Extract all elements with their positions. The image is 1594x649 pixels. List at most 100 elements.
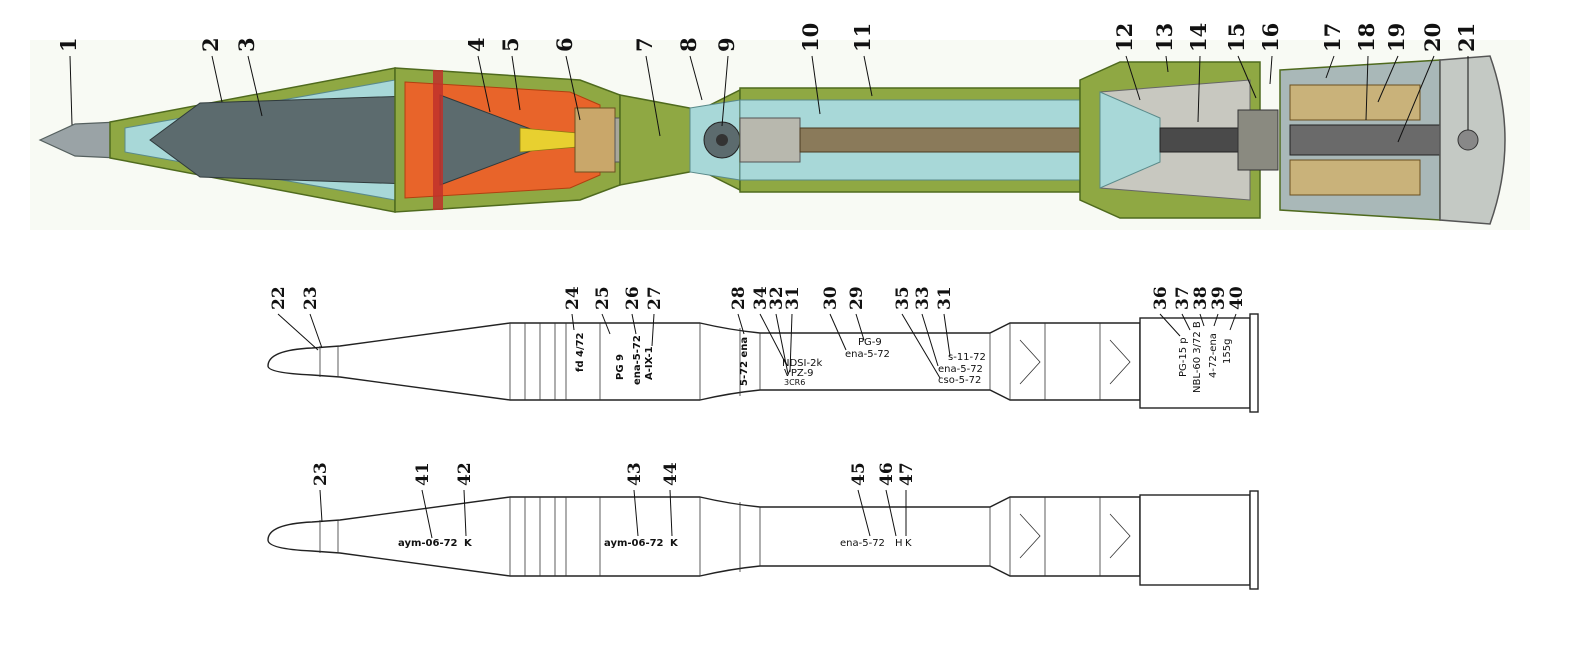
callout-top-17: 17 [1320, 23, 1345, 52]
line-drawing-markings [267, 313, 1259, 413]
callout-top-leader-6 [565, 55, 581, 121]
callout-top-11: 11 [850, 23, 875, 52]
callout-top-19: 19 [1384, 23, 1409, 52]
markings-bot: aym-06-72 K aym-06-72 K ena-5-72 H K [398, 538, 912, 549]
callout-mid-4: 25 [593, 286, 613, 310]
callout-top-18: 18 [1354, 23, 1379, 52]
callout-top-leader-15 [1237, 55, 1257, 99]
callout-top-leader-17 [1325, 55, 1335, 79]
callout-bot-1: 23 [311, 462, 331, 486]
callout-bot-6: 45 [849, 462, 869, 486]
callout-bot-7: 46 [877, 462, 897, 486]
callout-bot-2: 41 [413, 462, 433, 486]
callout-top-leader-2 [211, 55, 223, 103]
callout-top-4: 4 [464, 37, 489, 52]
marking-h: H [895, 538, 903, 549]
marking-k-3: K [905, 538, 912, 549]
callout-mid-leader-7 [737, 313, 745, 335]
callout-top-leader-12 [1125, 55, 1141, 101]
line-drawing-plain [267, 490, 1259, 590]
callout-top-10: 10 [798, 23, 823, 52]
marking-ena-bot: ena-5-72 [840, 538, 885, 549]
callout-mid-leader-6 [651, 313, 655, 347]
callout-mid-13: 35 [893, 286, 913, 310]
callout-top-16: 16 [1258, 23, 1283, 52]
callout-bot-leader-6 [857, 489, 871, 537]
callout-top-leader-9 [721, 55, 729, 127]
callout-mid-10: 31 [783, 286, 803, 310]
callout-top-leader-10 [811, 55, 821, 115]
callout-mid-leader-13 [901, 313, 941, 379]
callout-mid-6: 27 [645, 286, 665, 310]
callout-mid-5: 26 [623, 286, 643, 310]
callout-top-12: 12 [1112, 23, 1137, 52]
callout-top-8: 8 [676, 37, 701, 52]
callout-mid-leader-9 [775, 313, 789, 375]
marking-4-72-ena: 4-72-ena [1208, 333, 1219, 378]
callout-top-leader-18 [1365, 55, 1369, 121]
callout-top-1: 1 [56, 37, 81, 52]
marking-cso: cso-5-72 [938, 375, 981, 386]
callout-mid-leader-20 [1229, 313, 1237, 331]
marking-pg-9: PG-9 [858, 337, 882, 348]
callout-top-leader-4 [477, 55, 491, 113]
callout-bot-leader-3 [463, 489, 467, 537]
callout-mid-17: 37 [1173, 286, 1193, 310]
callout-top-3: 3 [234, 37, 259, 52]
marking-ndsi: NDSI-2k [782, 358, 822, 369]
callout-mid-leader-17 [1181, 313, 1191, 331]
callout-bot-leader-7 [885, 489, 897, 537]
callout-mid-leader-4 [601, 313, 611, 335]
marking-3cr6: 3CR6 [784, 378, 805, 387]
callout-mid-11: 30 [821, 286, 841, 310]
callout-top-14: 14 [1186, 23, 1211, 52]
marking-ena-a: ena-5-72 [632, 335, 643, 385]
callout-mid-leader-2 [309, 313, 323, 349]
marking-5-72-ena: 5-72 ena [739, 337, 750, 386]
callout-mid-leader-3 [571, 313, 575, 331]
callout-mid-2: 23 [301, 286, 321, 310]
callout-mid-leader-15 [943, 313, 951, 357]
callout-mid-leader-19 [1213, 313, 1219, 327]
marking-pg9-short: PG 9 [615, 354, 626, 380]
callout-mid-1: 22 [269, 286, 289, 310]
callout-bot-5: 44 [661, 462, 681, 486]
callout-mid-20: 40 [1227, 286, 1247, 310]
callout-mid-leader-5 [631, 313, 637, 335]
marking-ena-c: ena-5-72 [938, 364, 983, 375]
marking-nbl: NBL-60 3/72 B [1192, 321, 1203, 393]
callout-mid-leader-10 [789, 313, 793, 373]
callout-mid-19: 39 [1209, 286, 1229, 310]
callout-top-5: 5 [498, 37, 523, 52]
callout-bot-leader-2 [421, 489, 433, 539]
callout-bot-leader-4 [633, 489, 639, 537]
marking-k-2: K [670, 538, 679, 549]
markings-mid: fd 4/72 PG 9 ena-5-72 A-IX-1 5-72 ena ND… [575, 321, 1233, 393]
callout-top-2: 2 [198, 37, 223, 52]
callout-mid-16: 36 [1151, 286, 1171, 310]
callout-mid-3: 24 [563, 286, 583, 310]
marking-aym-2: aym-06-72 [604, 538, 664, 549]
callout-top-9: 9 [714, 37, 739, 52]
marking-ena-b: ena-5-72 [845, 349, 890, 360]
marking-pg-15p: PG-15 p [1178, 337, 1189, 377]
callout-top-leader-14 [1197, 55, 1201, 123]
marking-vpz: VPZ-9 [784, 368, 814, 379]
callout-mid-leader-12 [855, 313, 865, 341]
callout-mid-9: 32 [767, 286, 787, 310]
marking-a-ix: A-IX-1 [644, 346, 655, 380]
callout-mid-leader-11 [829, 313, 847, 351]
callout-mid-leader-16 [1159, 313, 1181, 337]
callout-top-leader-1 [69, 55, 73, 126]
callout-bot-4: 43 [625, 462, 645, 486]
callout-mid-7: 28 [729, 286, 749, 310]
callout-top-13: 13 [1152, 23, 1177, 52]
callout-top-20: 20 [1420, 23, 1445, 52]
callout-bot-8: 47 [897, 462, 917, 486]
callout-mid-leader-8 [759, 313, 787, 365]
callout-bot-leader-5 [669, 489, 673, 537]
